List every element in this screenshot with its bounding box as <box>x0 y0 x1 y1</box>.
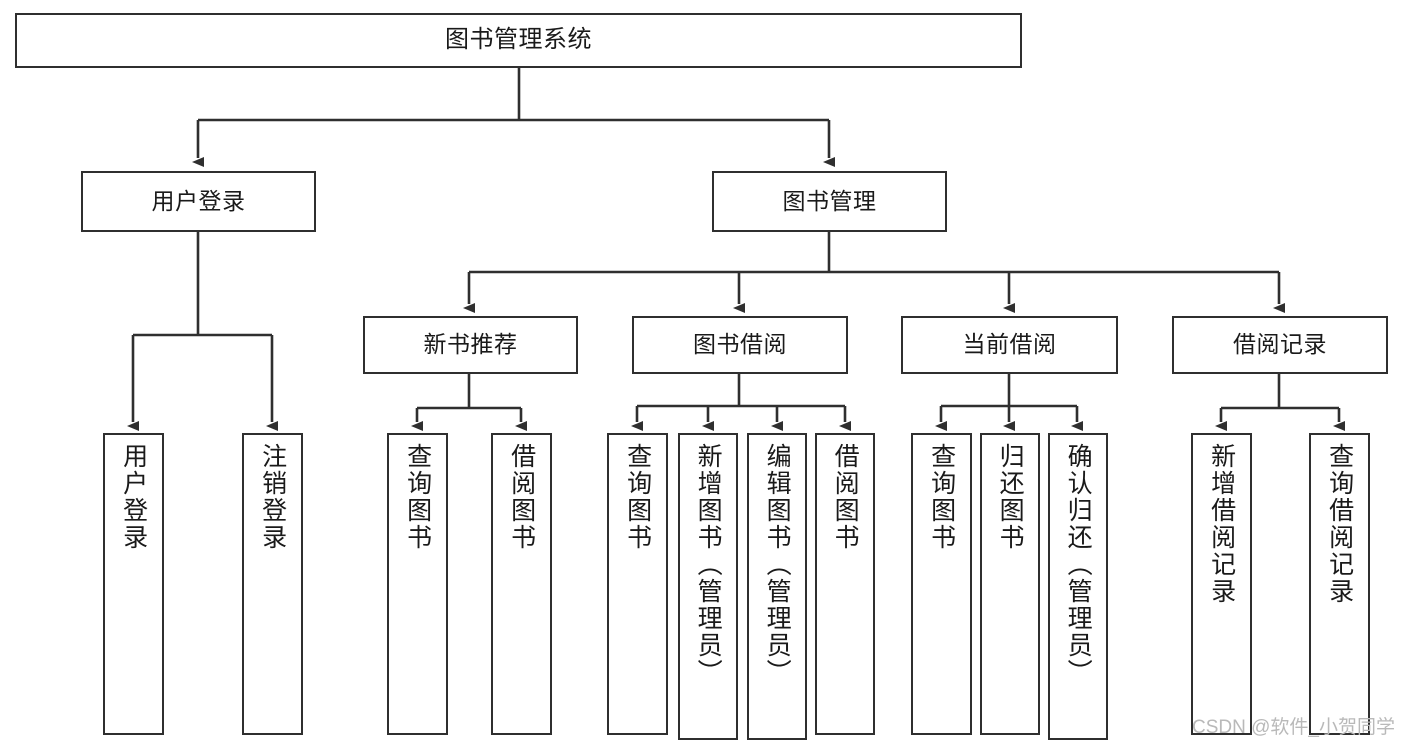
node-root[interactable]: 图书管理系统 <box>15 13 1022 68</box>
node-leaf-query-record-label: 查询借阅记录 <box>1325 443 1354 605</box>
node-leaf-query-book-2-label: 查询图书 <box>623 443 652 551</box>
node-leaf-confirm-return[interactable]: 确认归还（管理员） <box>1048 433 1108 740</box>
node-user-login[interactable]: 用户登录 <box>81 171 316 232</box>
node-leaf-logout-login[interactable]: 注销登录 <box>242 433 303 735</box>
node-book-manage-label: 图书管理 <box>782 187 877 214</box>
node-leaf-user-login[interactable]: 用户登录 <box>103 433 164 735</box>
node-leaf-query-record[interactable]: 查询借阅记录 <box>1309 433 1370 735</box>
node-leaf-logout-login-label: 注销登录 <box>258 443 287 551</box>
node-leaf-query-book-2[interactable]: 查询图书 <box>607 433 668 735</box>
node-borrow-record-label: 借阅记录 <box>1233 331 1327 358</box>
node-leaf-add-book[interactable]: 新增图书（管理员） <box>678 433 738 740</box>
node-leaf-query-book-3[interactable]: 查询图书 <box>911 433 972 735</box>
node-leaf-borrow-book-1-label: 借阅图书 <box>507 443 536 551</box>
node-leaf-query-book-1[interactable]: 查询图书 <box>387 433 448 735</box>
node-leaf-user-login-label: 用户登录 <box>119 443 148 551</box>
node-leaf-borrow-book-1[interactable]: 借阅图书 <box>491 433 552 735</box>
node-book-borrow-label: 图书借阅 <box>693 331 787 358</box>
node-current-borrow-label: 当前借阅 <box>962 331 1057 358</box>
node-leaf-return-book-label: 归还图书 <box>996 443 1025 551</box>
node-leaf-add-record-label: 新增借阅记录 <box>1207 443 1236 605</box>
node-leaf-query-book-1-label: 查询图书 <box>403 443 432 551</box>
node-leaf-query-book-3-label: 查询图书 <box>927 443 956 551</box>
node-leaf-add-book-label: 新增图书（管理员） <box>694 443 723 686</box>
node-book-manage[interactable]: 图书管理 <box>712 171 947 232</box>
node-leaf-edit-book[interactable]: 编辑图书（管理员） <box>747 433 807 740</box>
node-leaf-confirm-return-label: 确认归还（管理员） <box>1064 443 1093 686</box>
node-leaf-borrow-book-2-label: 借阅图书 <box>831 443 860 551</box>
node-leaf-return-book[interactable]: 归还图书 <box>980 433 1040 735</box>
node-current-borrow[interactable]: 当前借阅 <box>901 316 1118 374</box>
node-new-book-recommend[interactable]: 新书推荐 <box>363 316 578 374</box>
node-leaf-add-record[interactable]: 新增借阅记录 <box>1191 433 1252 735</box>
node-new-book-recommend-label: 新书推荐 <box>423 331 518 358</box>
node-leaf-borrow-book-2[interactable]: 借阅图书 <box>815 433 875 735</box>
csdn-watermark: CSDN @软件_小贺同学 <box>1192 717 1395 738</box>
node-borrow-record[interactable]: 借阅记录 <box>1172 316 1388 374</box>
node-root-label: 图书管理系统 <box>445 26 592 54</box>
node-leaf-edit-book-label: 编辑图书（管理员） <box>763 443 792 686</box>
node-book-borrow[interactable]: 图书借阅 <box>632 316 848 374</box>
node-user-login-label: 用户登录 <box>151 187 246 214</box>
